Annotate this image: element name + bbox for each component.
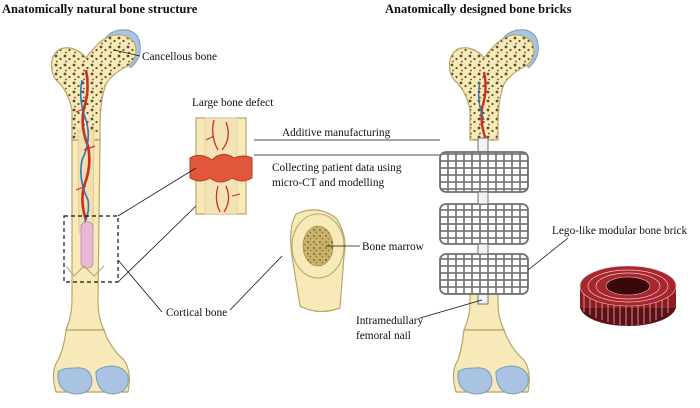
label-bone-marrow: Bone marrow (362, 241, 425, 253)
artery (81, 69, 91, 221)
label-nail-line2: femoral nail (356, 330, 411, 342)
bone-brick-2 (439, 203, 529, 245)
label-large-bone-defect: Large bone defect (192, 97, 274, 109)
right-proximal-femur (448, 34, 535, 141)
engineered-femur (439, 29, 539, 395)
condyle-left (57, 367, 93, 395)
condyle-right (95, 365, 129, 395)
natural-femur (50, 29, 141, 395)
brick-hole (605, 276, 651, 296)
right-panel-title: Anatomically designed bone bricks (385, 2, 572, 16)
marrow-cavity (80, 221, 94, 269)
proximal-femur (50, 34, 137, 141)
label-cancellous-bone: Cancellous bone (142, 51, 217, 63)
vein (79, 79, 90, 225)
bone-brick-1 (439, 151, 529, 193)
bone-brick-3 (439, 253, 529, 295)
left-panel-title: Anatomically natural bone structure (2, 2, 198, 16)
defect-inset (189, 117, 253, 215)
label-additive-manufacturing: Additive manufacturing (282, 127, 391, 139)
label-collecting-line1: Collecting patient data using (272, 162, 402, 174)
bone-cross-section (290, 209, 346, 313)
defect-zone (189, 154, 253, 183)
label-lego-brick: Lego-like modular bone brick (552, 225, 688, 237)
defect-region-box (63, 215, 119, 283)
label-cortical-bone: Cortical bone (166, 307, 227, 319)
lego-bone-brick (579, 265, 677, 326)
label-nail-line1: Intramedullary (356, 315, 423, 327)
label-collecting-line2: micro-CT and modelling (272, 177, 384, 189)
